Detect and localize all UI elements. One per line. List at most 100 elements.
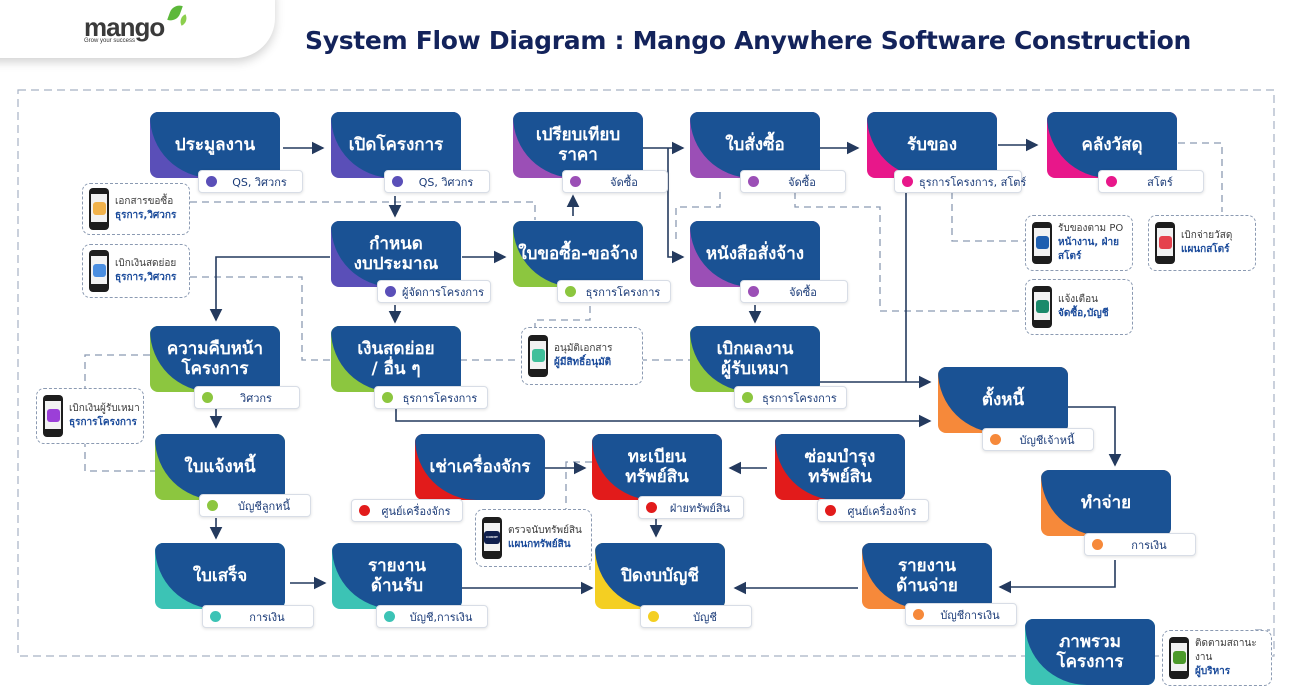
phone-icon: [1032, 222, 1052, 264]
role-tag: การเงิน: [202, 605, 314, 628]
node-work-order[interactable]: หนังสือสั่งจ้าง: [690, 221, 820, 287]
app-text: เบิกจ่ายวัสดุแผนกสโตร์: [1181, 229, 1232, 257]
role-text: จัดซื้อ: [788, 175, 816, 189]
role-text: บัญชีลูกหนี้: [238, 499, 290, 513]
node-label: ความคืบหน้า โครงการ: [166, 339, 264, 379]
role-text: ธุรการโครงการ: [762, 391, 837, 405]
count-icon: COUNT: [484, 530, 500, 544]
node-open-project[interactable]: เปิดโครงการ: [331, 112, 461, 178]
receipt-icon: [46, 408, 60, 422]
app-users: ธุรการโครงการ: [69, 417, 137, 428]
app-users: ธุรการ,วิศวกร: [115, 272, 177, 283]
mobile-app-asset-count[interactable]: COUNT ตรวจนับทรัพย์สินแผนกทรัพย์สิน: [475, 509, 592, 567]
file-icon: [92, 263, 106, 277]
node-purchase-order[interactable]: ใบสั่งซื้อ: [690, 112, 820, 178]
node-label: รายงาน ด้านรับ: [367, 556, 427, 596]
node-price-compare[interactable]: เปรียบเทียบ ราคา: [513, 112, 643, 178]
node-contractor-claim[interactable]: เบิกผลงาน ผู้รับเหมา: [690, 326, 820, 392]
role-tag: ฝ่ายทรัพย์สิน: [638, 496, 744, 519]
mobile-app-issue-material[interactable]: เบิกจ่ายวัสดุแผนกสโตร์: [1148, 215, 1256, 271]
role-dot-icon: [648, 611, 659, 622]
node-payment[interactable]: ทำจ่าย: [1041, 470, 1171, 536]
node-label: ซ่อมบำรุง ทรัพย์สิน: [804, 447, 876, 487]
node-project-overview[interactable]: ภาพรวม โครงการ: [1025, 619, 1155, 685]
mobile-app-notify[interactable]: แจ้งเตือนจัดซื้อ,บัญชี: [1025, 279, 1133, 335]
node-label: เงินสดย่อย / อื่น ๆ: [357, 339, 435, 379]
phone-screen: [45, 401, 61, 429]
node-label: คลังวัสดุ: [1081, 135, 1143, 155]
node-receipt-report[interactable]: รายงาน ด้านรับ: [332, 543, 462, 609]
mobile-app-status-track[interactable]: ติดตามสถานะงานผู้บริหาร: [1162, 630, 1272, 686]
role-tag: QS, วิศวกร: [198, 170, 303, 193]
node-warehouse[interactable]: คลังวัสดุ: [1047, 112, 1177, 178]
node-machine-rental[interactable]: เช่าเครื่องจักร: [415, 434, 545, 500]
node-purchase-request[interactable]: ใบขอซื้อ-ขอจ้าง: [513, 221, 643, 287]
role-tag: บัญชีลูกหนี้: [199, 494, 311, 517]
node-asset-maintenance[interactable]: ซ่อมบำรุง ทรัพย์สิน: [775, 434, 905, 500]
phone-icon: COUNT: [482, 517, 502, 559]
app-text: แจ้งเตือนจัดซื้อ,บัญชี: [1058, 293, 1109, 321]
node-tender[interactable]: ประมูลงาน: [150, 112, 280, 178]
node-payment-report[interactable]: รายงาน ด้านจ่าย: [862, 543, 992, 609]
mobile-app-contractor-pay[interactable]: เบิกเงินผู้รับเหมาธุรการโครงการ: [36, 388, 144, 444]
role-tag: จัดซื้อ: [740, 280, 848, 303]
app-title: เบิกจ่ายวัสดุ: [1181, 230, 1233, 241]
node-label: ใบแจ้งหนี้: [184, 457, 256, 477]
phone-screen: [91, 194, 107, 222]
role-tag: บัญชีเจ้าหนี้: [982, 428, 1094, 451]
app-title: แจ้งเตือน: [1058, 294, 1098, 305]
app-title: รับของตาม PO: [1058, 223, 1124, 234]
node-receipt[interactable]: ใบเสร็จ: [155, 543, 285, 609]
role-dot-icon: [913, 609, 924, 620]
role-dot-icon: [207, 500, 218, 511]
node-petty-cash[interactable]: เงินสดย่อย / อื่น ๆ: [331, 326, 461, 392]
node-label: ตั้งหนี้: [981, 390, 1025, 410]
mobile-app-approve-docs[interactable]: อนุมัติเอกสารผู้มีสิทธิ์อนุมัติ: [521, 327, 643, 385]
role-text: วิศวกร: [240, 391, 272, 405]
role-text: บัญชี,การเงิน: [409, 610, 473, 624]
role-tag: บัญชีการเงิน: [905, 603, 1017, 626]
role-text: QS, วิศวกร: [232, 175, 287, 189]
node-progress[interactable]: ความคืบหน้า โครงการ: [150, 326, 280, 392]
node-asset-register[interactable]: ทะเบียน ทรัพย์สิน: [592, 434, 722, 500]
role-dot-icon: [1106, 176, 1117, 187]
node-invoice[interactable]: ใบแจ้งหนี้: [155, 434, 285, 500]
app-users: ผู้บริหาร: [1195, 666, 1231, 677]
node-label: ทะเบียน ทรัพย์สิน: [625, 447, 689, 487]
role-tag: สโตร์: [1098, 170, 1204, 193]
role-text: จัดซื้อ: [789, 285, 817, 299]
approve-icon: [531, 348, 545, 362]
node-close-books[interactable]: ปิดงบบัญชี: [595, 543, 725, 609]
app-text: เอกสารขอซื้อธุรการ,วิศวกร: [115, 195, 176, 223]
chart-icon: [1172, 650, 1186, 664]
role-dot-icon: [206, 176, 217, 187]
role-text: บัญชี: [693, 610, 717, 624]
node-label: เปิดโครงการ: [348, 135, 444, 155]
phone-icon: [89, 250, 109, 292]
role-dot-icon: [1092, 539, 1103, 550]
app-title: เบิกเงินผู้รับเหมา: [69, 403, 140, 414]
role-tag: บัญชี,การเงิน: [376, 605, 488, 628]
node-label: ปิดงบบัญชี: [621, 566, 699, 586]
phone-screen: [91, 256, 107, 284]
app-title: เบิกเงินสดย่อย: [115, 258, 177, 269]
role-text: จัดซื้อ: [610, 175, 638, 189]
node-budget[interactable]: กำหนด งบประมาณ: [331, 221, 461, 287]
role-text: การเงิน: [249, 610, 285, 624]
node-set-payable[interactable]: ตั้งหนี้: [938, 367, 1068, 433]
mobile-app-purchase-doc[interactable]: เอกสารขอซื้อธุรการ,วิศวกร: [82, 183, 190, 235]
node-label: หนังสือสั่งจ้าง: [705, 244, 805, 264]
mobile-app-petty-cash-withdraw[interactable]: เบิกเงินสดย่อยธุรการ,วิศวกร: [82, 244, 190, 298]
node-label: ทำจ่าย: [1080, 493, 1132, 513]
app-title: อนุมัติเอกสาร: [554, 343, 613, 354]
app-users: ธุรการ,วิศวกร: [115, 210, 177, 221]
role-text: ฝ่ายทรัพย์สิน: [669, 501, 731, 515]
role-dot-icon: [565, 286, 576, 297]
node-receive-goods[interactable]: รับของ: [867, 112, 997, 178]
app-text: ตรวจนับทรัพย์สินแผนกทรัพย์สิน: [508, 524, 582, 552]
role-dot-icon: [382, 392, 393, 403]
frame-border: [17, 89, 1275, 657]
mango-logo: mango Grow your success: [84, 2, 190, 44]
